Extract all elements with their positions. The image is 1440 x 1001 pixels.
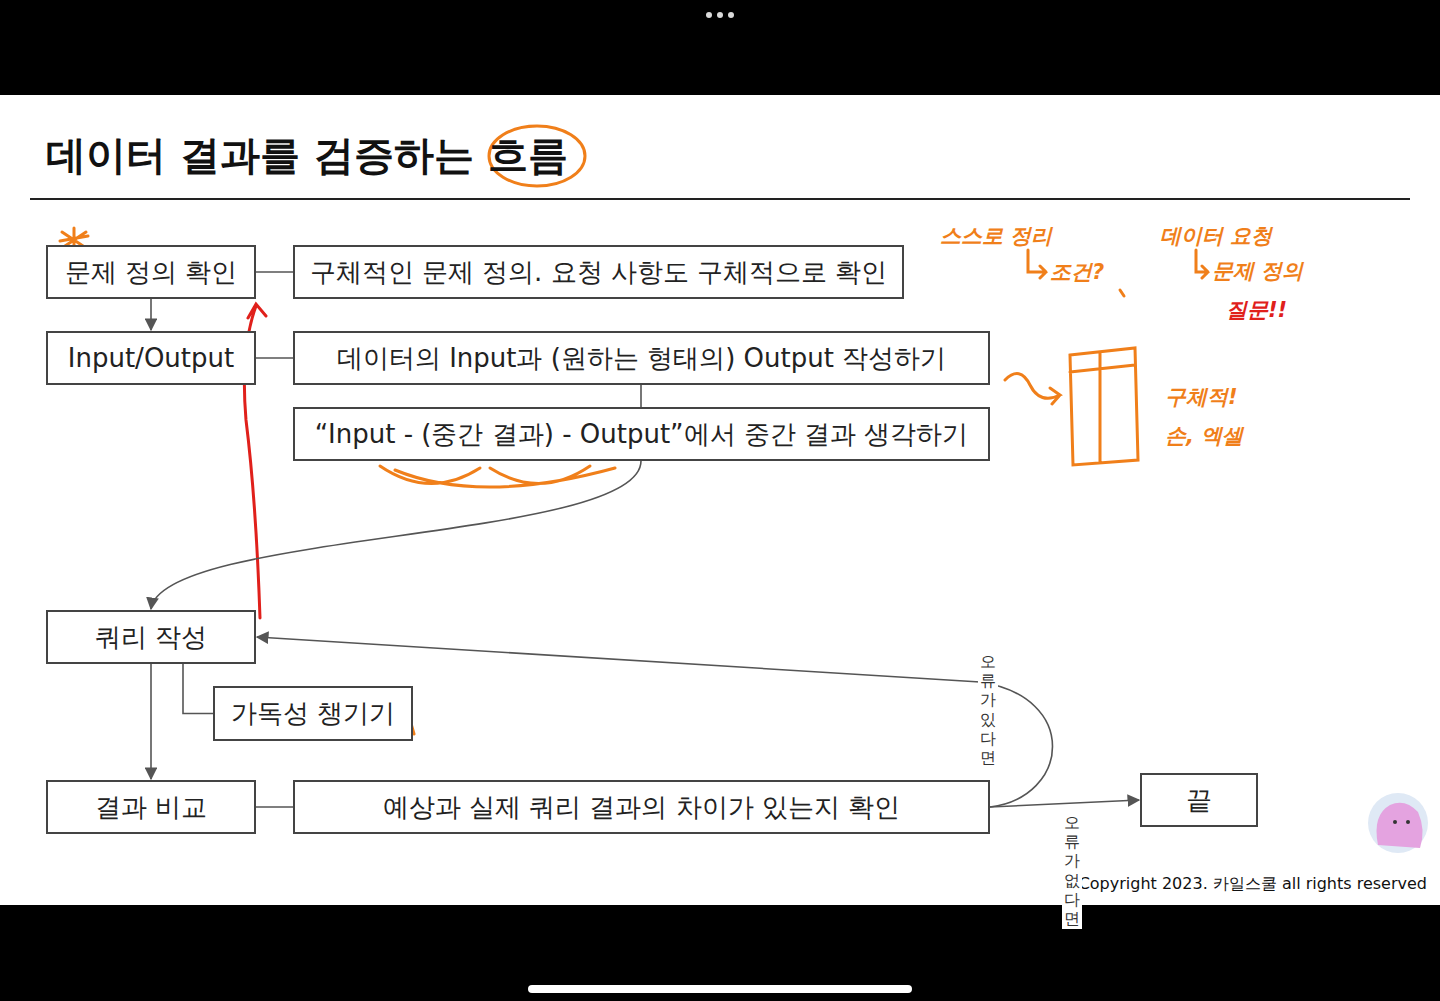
process-box: 문제 정의 확인 xyxy=(46,245,256,299)
dot xyxy=(706,12,712,18)
orange-markup xyxy=(60,126,1208,828)
note-box: 데이터의 Input과 (원하는 형태의) Output 작성하기 xyxy=(293,331,990,385)
copyright-note: Copyright 2023. 카일스쿨 all rights reserved xyxy=(1079,874,1427,895)
handwritten-note: 문제 정의 xyxy=(1212,257,1303,285)
squiggle-arrow xyxy=(1005,374,1060,404)
node-text: 문제 정의 확인 xyxy=(65,255,238,290)
slide-title: 데이터 결과를 검증하는 흐름 xyxy=(46,128,568,183)
node-text: “Input - (중간 결과) - Output”에서 중간 결과 생각하기 xyxy=(315,417,969,452)
connector xyxy=(151,461,641,609)
connector xyxy=(256,806,293,808)
icon-body xyxy=(1377,803,1423,848)
connector xyxy=(183,664,213,714)
icon-ground xyxy=(1368,793,1428,853)
dot xyxy=(717,12,723,18)
home-indicator xyxy=(528,985,912,993)
handwritten-note: 조건? xyxy=(1050,258,1104,286)
icon-eye xyxy=(1406,820,1410,824)
connector xyxy=(256,357,293,359)
connector xyxy=(150,299,152,330)
connector xyxy=(990,800,1139,807)
process-box: Input/Output xyxy=(46,331,256,385)
edge-label: 오류가 없다면 xyxy=(1062,812,1082,929)
connector xyxy=(640,385,642,407)
handwritten-note: 손, 엑셀 xyxy=(1165,422,1243,450)
process-box: 결과 비교 xyxy=(46,780,256,834)
end-box: 끝 xyxy=(1140,773,1258,827)
node-text: Input/Output xyxy=(68,343,234,373)
edge-label: 오류가 있다면 xyxy=(978,651,998,768)
node-text: 끝 xyxy=(1186,783,1212,818)
handwritten-note: 질문!! xyxy=(1226,296,1287,324)
process-box: 쿼리 작성 xyxy=(46,610,256,664)
title-rule xyxy=(30,198,1410,200)
connector xyxy=(150,664,152,779)
node-text: 데이터의 Input과 (원하는 형태의) Output 작성하기 xyxy=(337,341,946,376)
flow-arc-mark xyxy=(380,466,615,487)
connector xyxy=(256,271,293,273)
node-text: 결과 비교 xyxy=(95,790,207,825)
table-sketch xyxy=(1070,348,1138,465)
node-text: 예상과 실제 쿼리 결과의 차이가 있는지 확인 xyxy=(383,790,901,825)
note-box: 구체적인 문제 정의. 요청 사항도 구체적으로 확인 xyxy=(293,245,904,299)
note-box: 가독성 챙기기 xyxy=(213,686,413,741)
handwritten-note: 스스로 정리 xyxy=(940,222,1052,250)
handwritten-note: 데이터 요청 xyxy=(1160,222,1272,250)
comma-mark xyxy=(1120,290,1124,296)
mascot-icon xyxy=(1368,793,1428,853)
hook-arrow xyxy=(1196,250,1208,278)
node-text: 구체적인 문제 정의. 요청 사항도 구체적으로 확인 xyxy=(310,255,888,290)
icon-eye xyxy=(1393,820,1397,824)
dot xyxy=(728,12,734,18)
node-text: 쿼리 작성 xyxy=(95,620,207,655)
node-text: 가독성 챙기기 xyxy=(231,696,395,731)
note-box: “Input - (중간 결과) - Output”에서 중간 결과 생각하기 xyxy=(293,407,990,461)
hook-arrow xyxy=(1028,250,1046,278)
handwritten-note: 구체적! xyxy=(1165,383,1238,411)
note-box: 예상과 실제 쿼리 결과의 차이가 있는지 확인 xyxy=(293,780,990,834)
dots xyxy=(706,12,734,18)
